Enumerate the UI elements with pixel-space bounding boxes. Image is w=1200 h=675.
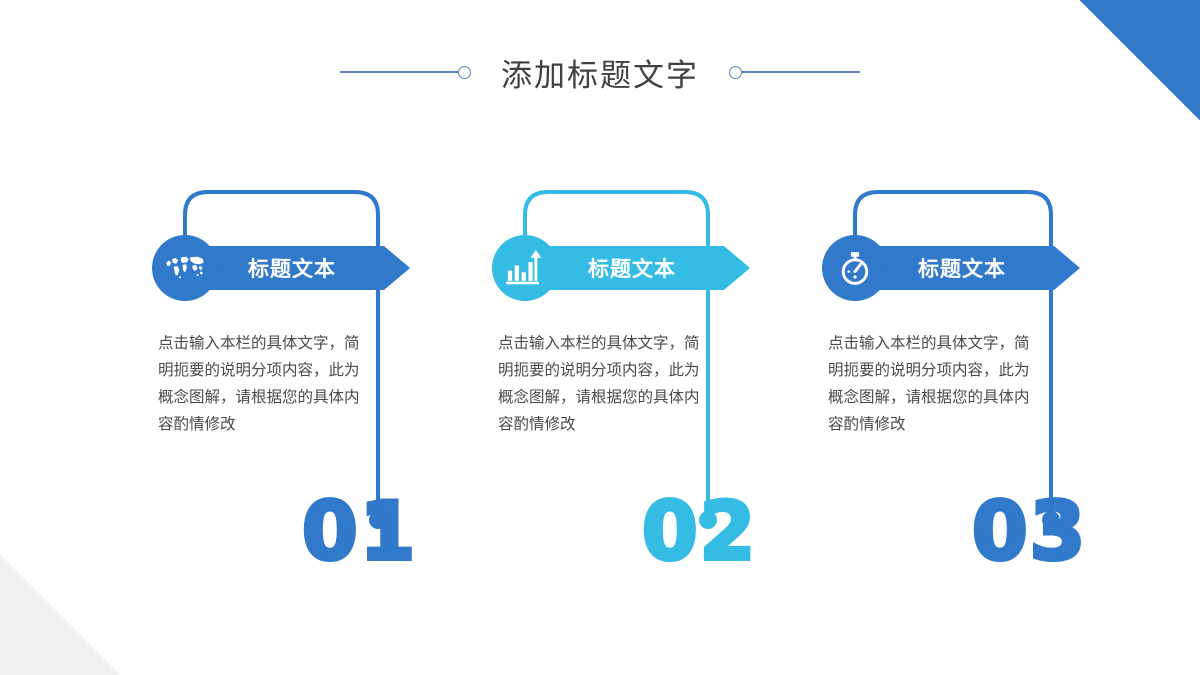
step-number-1: 01: [300, 485, 418, 578]
title-ring-right-icon: [729, 65, 742, 79]
bar-chart-growth-icon: [492, 235, 558, 301]
step-banner-label-2: 标题文本: [588, 258, 676, 281]
world-map-icon: [152, 235, 218, 301]
corner-decoration-bottom-left: [0, 555, 120, 675]
step-banner-label-1: 标题文本: [248, 258, 336, 281]
title-rule-left: [340, 65, 471, 79]
step-body-3: 点击输入本栏的具体文字，简明扼要的说明分项内容，此为概念图解，请根据您的具体内容…: [828, 335, 1030, 433]
connector-wire-2: [523, 190, 717, 529]
title-rule-line-right: [742, 71, 860, 73]
stopwatch-icon: [822, 235, 888, 301]
step-column-3[interactable]: 标题文本 点击输入本栏的具体文字，简明扼要的说明分项内容，此为概念图解，请根据您…: [810, 0, 1150, 675]
step-banner-label-3: 标题文本: [918, 258, 1006, 281]
step-column-2[interactable]: 标题文本 点击输入本栏的具体文字，简明扼要的说明分项内容，此为概念图解，请根据您…: [480, 0, 820, 675]
corner-decoration-top-right: [1080, 0, 1200, 120]
step-number-2: 02: [640, 485, 758, 578]
connector-wire-1: [183, 190, 387, 529]
page-title: 添加标题文字: [501, 57, 699, 93]
title-rule-line-left: [340, 71, 458, 73]
slide-header: 添加标题文字: [0, 46, 1200, 98]
step-column-1[interactable]: 标题文本 点击输入本栏的具体文字，简明扼要的说明分项内容，此为概念图解，请根据您…: [140, 0, 480, 675]
step-body-1: 点击输入本栏的具体文字，简明扼要的说明分项内容，此为概念图解，请根据您的具体内容…: [158, 335, 360, 433]
connector-wire-3: [853, 190, 1060, 529]
step-number-3: 03: [970, 485, 1088, 578]
title-ring-left-icon: [458, 65, 471, 79]
title-rule-right: [729, 65, 860, 79]
step-body-2: 点击输入本栏的具体文字，简明扼要的说明分项内容，此为概念图解，请根据您的具体内容…: [498, 335, 700, 433]
